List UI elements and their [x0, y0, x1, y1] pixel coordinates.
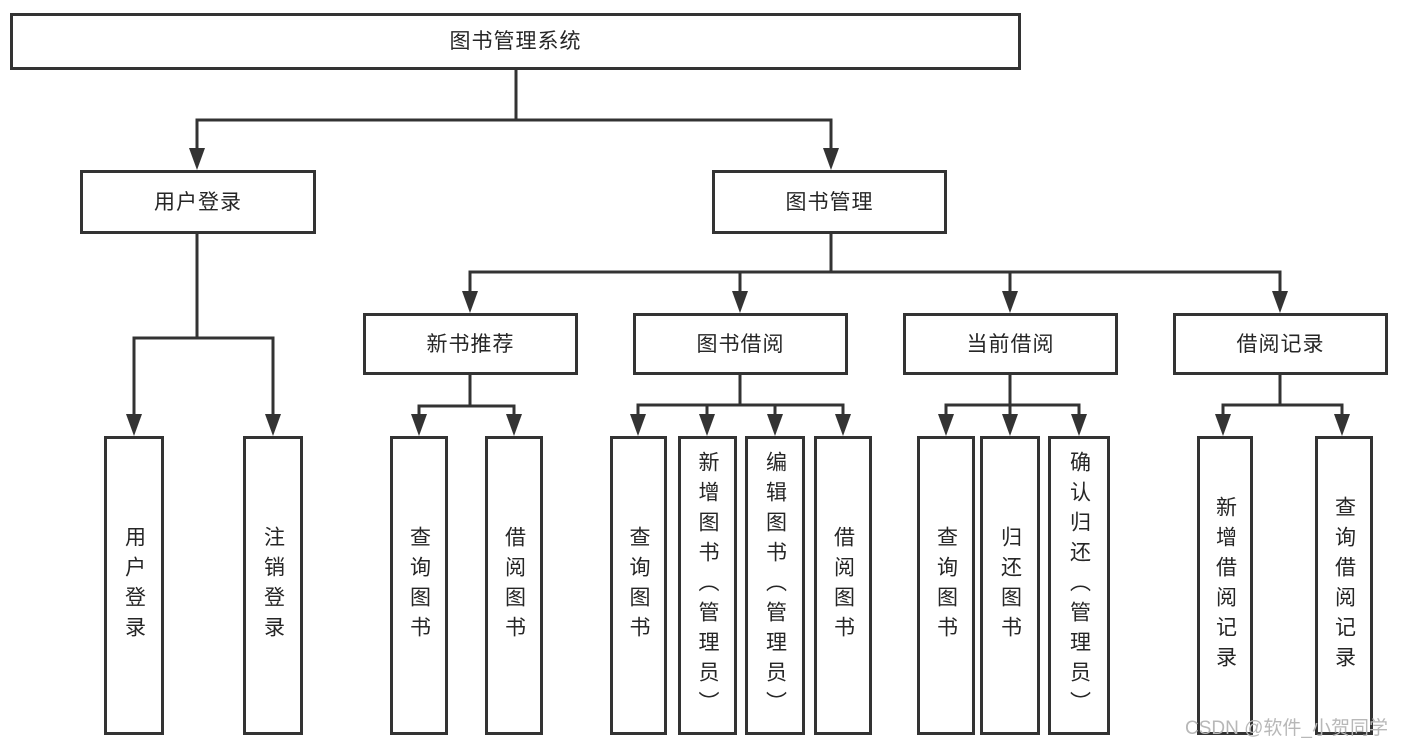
- leaf-current-query-books: 查询图书: [917, 436, 975, 735]
- node-book-borrowing: 图书借阅: [633, 313, 848, 375]
- leaf-borrowing-add-books-admin: 新增图书（管理员）: [678, 436, 737, 735]
- leaf-logout: 注销登录: [243, 436, 303, 735]
- csdn-watermark: CSDN @软件_小贺同学: [1185, 718, 1388, 739]
- node-book-management: 图书管理: [712, 170, 947, 234]
- leaf-borrowing-borrow-books: 借阅图书: [814, 436, 872, 735]
- leaf-current-confirm-return-admin: 确认归还（管理员）: [1048, 436, 1110, 735]
- leaf-recommend-borrow-books: 借阅图书: [485, 436, 543, 735]
- leaf-recommend-query-books: 查询图书: [390, 436, 448, 735]
- node-library-management-system: 图书管理系统: [10, 13, 1021, 70]
- leaf-records-query-record: 查询借阅记录: [1315, 436, 1373, 735]
- node-user-login: 用户登录: [80, 170, 316, 234]
- leaf-borrowing-query-books: 查询图书: [610, 436, 667, 735]
- node-borrowing-records: 借阅记录: [1173, 313, 1388, 375]
- node-current-borrowing: 当前借阅: [903, 313, 1118, 375]
- leaf-records-add-record: 新增借阅记录: [1197, 436, 1253, 735]
- leaf-current-return-books: 归还图书: [980, 436, 1040, 735]
- node-new-book-recommend: 新书推荐: [363, 313, 578, 375]
- leaf-borrowing-edit-books-admin: 编辑图书（管理员）: [745, 436, 805, 735]
- leaf-user-login: 用户登录: [104, 436, 164, 735]
